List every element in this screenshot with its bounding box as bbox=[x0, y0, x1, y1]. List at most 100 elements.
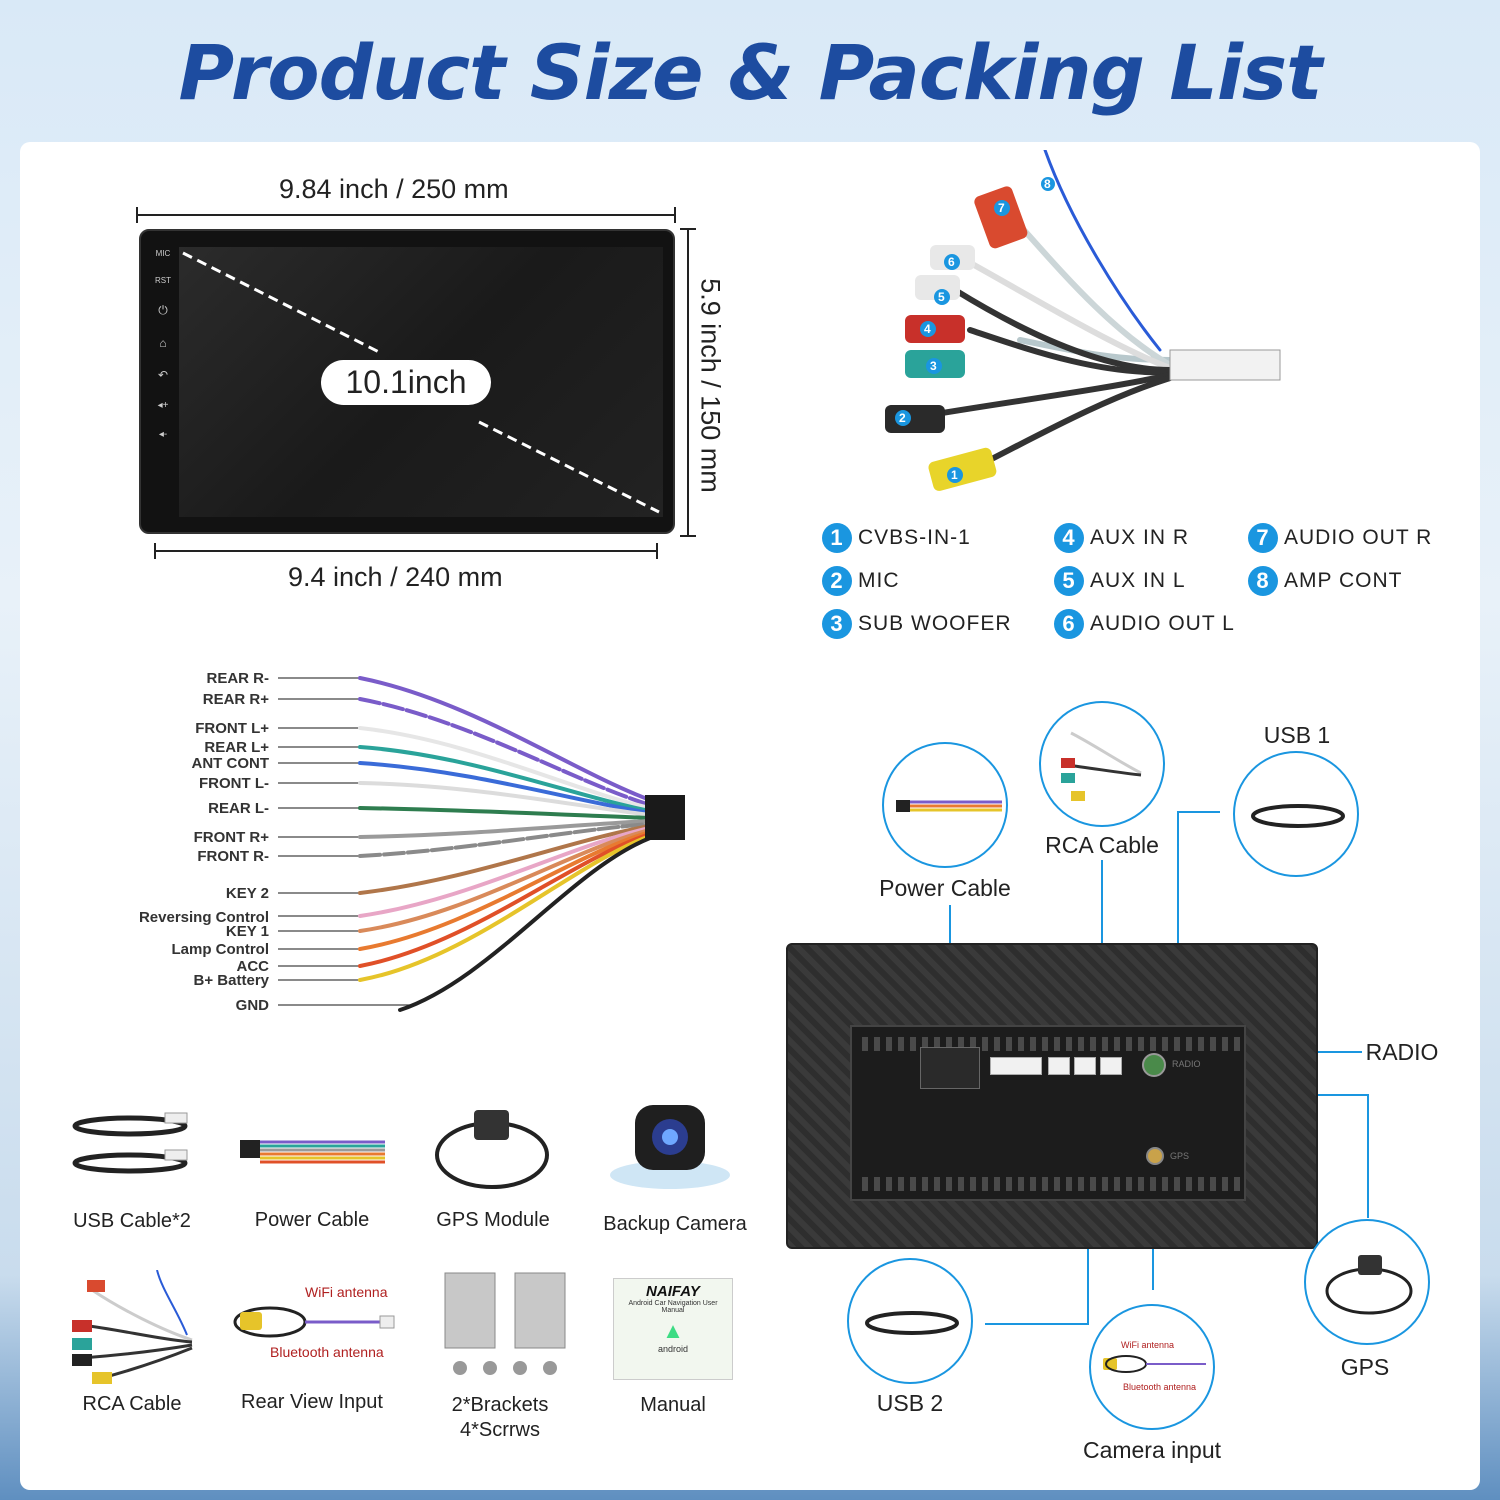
legend-label: AUX IN R bbox=[1090, 526, 1190, 549]
wire-label-reversing: Reversing Control bbox=[138, 909, 269, 926]
rca-legend-8: 8 AMP CONT bbox=[1248, 566, 1402, 596]
backup-camera-icon bbox=[610, 1105, 730, 1189]
home-icon: ⌂ bbox=[159, 336, 167, 350]
rca-num-3: 3 bbox=[930, 359, 937, 373]
wire-label-acc: ACC bbox=[236, 958, 270, 975]
rca-num-7: 7 bbox=[998, 201, 1005, 215]
legend-number: 7 bbox=[1248, 523, 1278, 553]
legend-number: 1 bbox=[822, 523, 852, 553]
rca-cable-icon bbox=[72, 1270, 193, 1384]
rca-harness-illustration: 7 6 5 4 3 2 1 8 bbox=[885, 150, 1281, 491]
vent-slots-top bbox=[862, 1037, 1240, 1051]
wire-label-rear-l-minus: REAR L- bbox=[208, 800, 269, 817]
label-power-cable: Power Cable bbox=[879, 875, 1011, 901]
legend-number: 4 bbox=[1054, 523, 1084, 553]
pack-label-rca: RCA Cable bbox=[82, 1393, 182, 1415]
mic-label: MIC bbox=[155, 249, 171, 258]
wire-label-lamp: Lamp Control bbox=[171, 941, 270, 958]
manual-booklet: NAIFAY Android Car Navigation User Manua… bbox=[613, 1278, 733, 1380]
pack-label-usb: USB Cable*2 bbox=[73, 1210, 191, 1232]
manual-subtitle: Android Car Navigation User Manual bbox=[628, 1300, 718, 1314]
rca-legend-4: 4 AUX IN R bbox=[1054, 523, 1189, 553]
power-cable-thumb bbox=[896, 800, 1002, 812]
power-cable-icon bbox=[240, 1140, 385, 1164]
pack-label-power-cable: Power Cable bbox=[254, 1209, 370, 1231]
back-plate: RADIO GPS bbox=[850, 1025, 1246, 1201]
legend-number: 2 bbox=[822, 566, 852, 596]
power-port bbox=[920, 1047, 980, 1089]
usb-cable-icon bbox=[72, 1112, 188, 1174]
manual-os: android bbox=[657, 1344, 689, 1354]
pack-label-gps: GPS Module bbox=[436, 1209, 550, 1231]
gps-port-label: GPS bbox=[1170, 1151, 1190, 1161]
wire-label-rear-r-minus: REAR R- bbox=[206, 670, 270, 687]
manual-brand: NAIFAY bbox=[646, 1283, 700, 1300]
legend-number: 6 bbox=[1054, 609, 1084, 639]
volume-up-icon: ◂+ bbox=[157, 400, 169, 411]
rca-legend-3: 3 SUB WOOFER bbox=[822, 609, 1012, 639]
page-title: Product Size & Packing List bbox=[178, 28, 1323, 117]
legend-label: SUB WOOFER bbox=[858, 612, 1012, 635]
back-icon: ↶ bbox=[157, 368, 169, 382]
unit-side-buttons: MIC RST ⏻ ⌂ ↶ ◂+ ◂- bbox=[153, 249, 173, 458]
dimension-lines bbox=[136, 207, 696, 559]
legend-label: AMP CONT bbox=[1284, 569, 1403, 592]
gps-module-icon bbox=[435, 1110, 549, 1189]
legend-number: 3 bbox=[822, 609, 852, 639]
brackets-screws-icon bbox=[444, 1272, 566, 1375]
usb-thumb bbox=[1251, 804, 1345, 828]
rca-port bbox=[990, 1057, 1042, 1075]
circle-rca-cable bbox=[1039, 701, 1165, 827]
wire-label-front-r-minus: FRONT R- bbox=[197, 848, 269, 865]
rear-view-cable bbox=[233, 1306, 395, 1338]
wire-label-key-1: KEY 1 bbox=[225, 923, 269, 940]
legend-label: AUDIO OUT L bbox=[1090, 612, 1235, 635]
rca-legend-7: 7 AUDIO OUT R bbox=[1248, 523, 1432, 553]
wire-label-gnd: GND bbox=[235, 997, 269, 1014]
wifi-antenna-label: WiFi antenna bbox=[305, 1284, 388, 1300]
legend-number: 5 bbox=[1054, 566, 1084, 596]
rca-num-5: 5 bbox=[938, 290, 945, 304]
rca-num-8: 8 bbox=[1044, 177, 1051, 191]
rst-label: RST bbox=[155, 276, 171, 285]
android-icon: ▲ bbox=[662, 1318, 684, 1343]
label-gps: GPS bbox=[1340, 1354, 1390, 1380]
legend-label: AUDIO OUT R bbox=[1284, 526, 1433, 549]
rca-legend-1: 1 CVBS-IN-1 bbox=[822, 523, 971, 553]
circle-camera-input: WiFi antenna Bluetooth antenna bbox=[1089, 1304, 1215, 1430]
label-usb-1: USB 1 bbox=[1263, 722, 1331, 748]
legend-label: AUX IN L bbox=[1090, 569, 1186, 592]
cam-bt-label: Bluetooth antenna bbox=[1123, 1382, 1197, 1392]
screen-diagonal bbox=[182, 251, 660, 514]
legend-number: 8 bbox=[1248, 566, 1278, 596]
volume-down-icon: ◂- bbox=[158, 429, 168, 440]
top-width-label: 9.84 inch / 250 mm bbox=[279, 174, 509, 204]
usb-port-c bbox=[1100, 1057, 1122, 1075]
bottom-width-label: 9.4 inch / 240 mm bbox=[288, 562, 503, 592]
wire-label-rear-r-plus: REAR R+ bbox=[202, 691, 269, 708]
rca-num-1: 1 bbox=[951, 468, 958, 482]
rca-legend-2: 2 MIC bbox=[822, 566, 900, 596]
rca-legend-5: 5 AUX IN L bbox=[1054, 566, 1186, 596]
rca-num-2: 2 bbox=[899, 411, 906, 425]
vent-slots-bottom bbox=[862, 1177, 1240, 1191]
usb-port-b bbox=[1074, 1057, 1096, 1075]
power-icon: ⏻ bbox=[158, 303, 168, 317]
pack-label-brackets: 2*Brackets bbox=[451, 1394, 549, 1416]
legend-label: MIC bbox=[858, 569, 900, 592]
gps-port bbox=[1146, 1147, 1164, 1165]
usb-thumb bbox=[865, 1311, 959, 1335]
rca-legend-6: 6 AUDIO OUT L bbox=[1054, 609, 1235, 639]
circle-usb-2 bbox=[847, 1258, 973, 1384]
wire-label-battery: B+ Battery bbox=[193, 972, 269, 989]
radio-port bbox=[1142, 1053, 1166, 1077]
rca-num-4: 4 bbox=[924, 322, 931, 336]
camera-input-thumb bbox=[1103, 1355, 1206, 1373]
wire-label-key-2: KEY 2 bbox=[225, 885, 269, 902]
bluetooth-antenna-label: Bluetooth antenna bbox=[270, 1344, 384, 1360]
screen-size-pill: 10.1inch bbox=[321, 360, 491, 405]
cam-wifi-label: WiFi antenna bbox=[1121, 1340, 1175, 1350]
label-camera-input: Camera input bbox=[1082, 1437, 1222, 1463]
radio-port-label: RADIO bbox=[1172, 1059, 1201, 1069]
